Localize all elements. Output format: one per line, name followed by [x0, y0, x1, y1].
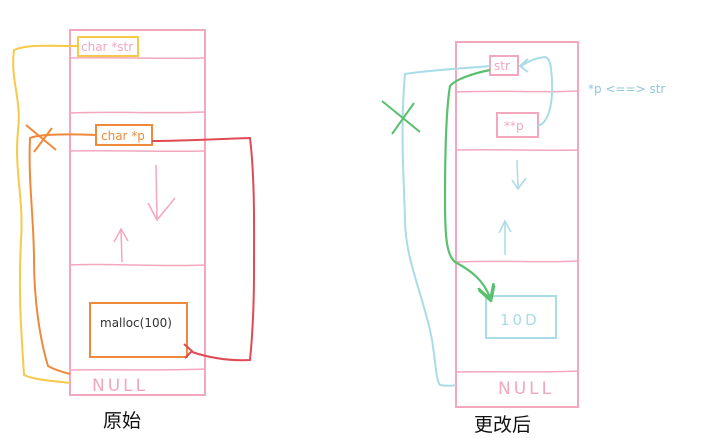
alias-note: *p <==> str: [588, 82, 665, 96]
pp-label: **p: [504, 119, 524, 133]
right-divider-4: [455, 370, 579, 373]
malloc-arrow-head-icon: [183, 343, 194, 359]
heap-block-label: 10D: [500, 311, 540, 329]
str-old-pointer-line: [401, 65, 491, 387]
heap-up-arrow-icon: [113, 227, 129, 263]
left-divider-4: [69, 263, 206, 267]
char-str-label: char *str: [81, 40, 133, 54]
str-pointer-line: [12, 44, 79, 384]
left-caption: 原始: [103, 410, 142, 432]
right-divider-3: [455, 260, 579, 263]
left-cross-icon: [25, 124, 57, 153]
right-down-arrow-icon: [511, 159, 527, 191]
stack-down-arrow-icon: [147, 164, 176, 222]
left-divider-5: [69, 368, 206, 371]
left-divider-2: [69, 111, 206, 114]
heap-block: [485, 295, 557, 339]
right-divider-2: [455, 148, 579, 152]
right-memory-frame: [455, 41, 579, 408]
left-divider-3: [69, 149, 206, 153]
malloc-block: [89, 302, 188, 358]
left-divider-1: [69, 56, 206, 60]
pp-to-str-pointer-line: [520, 55, 554, 127]
new-str-pointer-line: [443, 68, 490, 298]
str-box: [489, 55, 519, 76]
left-null-label: NULL: [92, 376, 148, 396]
right-up-arrow-icon: [498, 219, 512, 255]
right-null-label: NULL: [498, 379, 554, 399]
char-p-label: char *p: [101, 129, 145, 143]
pp-arrow-head-icon: [518, 58, 529, 73]
left-memory-frame: [69, 29, 206, 396]
right-memory-diagram: str **p 10D NULL *p <==> str: [381, 41, 665, 408]
right-caption: 更改后: [474, 414, 532, 436]
malloc-pointer-line: [151, 136, 256, 362]
str-label: str: [494, 59, 510, 73]
right-cross-icon: [381, 100, 421, 135]
malloc-label: malloc(100): [100, 316, 172, 330]
left-memory-diagram: char *str char *p malloc(100) NULL: [12, 29, 256, 396]
p-pointer-line: [28, 133, 97, 375]
right-divider-1: [455, 90, 579, 93]
